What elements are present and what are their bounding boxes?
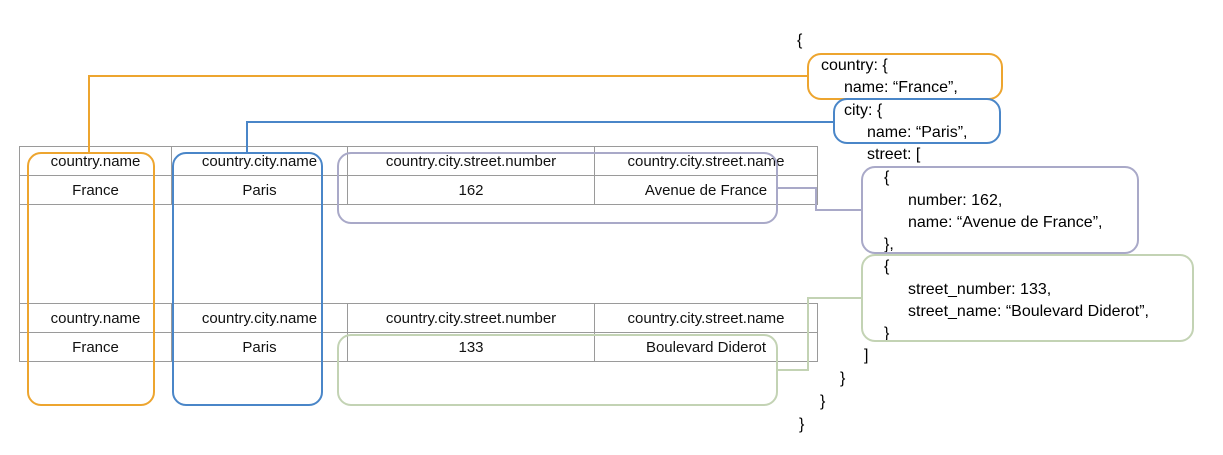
table-row: France Paris 162 Avenue de France [19,175,818,205]
table-header-cell: country.name [19,146,172,176]
table-cell: 133 [347,332,595,362]
table-cell: Avenue de France [594,175,818,205]
json-street2-close: } [884,325,890,342]
table-header-cell: country.city.street.number [347,146,595,176]
flattened-table: country.name country.city.name country.c… [19,146,818,362]
json-street1-open: { [884,169,890,186]
table-cell: France [19,175,172,205]
table-cell: Paris [171,332,348,362]
json-street2-open: { [884,258,890,275]
table-cell: France [19,332,172,362]
mapping-table: country.name country.city.name country.c… [19,146,818,362]
json-city-key: city: { [844,102,883,119]
table-cell: Paris [171,175,348,205]
table-cell: Boulevard Diderot [594,332,818,362]
json-street1-close: }, [884,236,894,253]
json-open-brace: { [797,32,803,49]
table-header-cell: country.city.street.name [594,303,818,333]
table-spacer-cell [347,204,595,304]
json-country-name: name: “France”, [844,79,958,96]
json-city-name: name: “Paris”, [867,124,968,141]
table-row: France Paris 133 Boulevard Diderot [19,332,818,362]
table-header-cell: country.city.name [171,303,348,333]
table-spacer-cell [594,204,818,304]
connector-country [88,75,807,152]
table-spacer-row [19,204,818,304]
table-header-cell: country.city.street.name [594,146,818,176]
table-header-cell: country.city.name [171,146,348,176]
table-spacer-cell [19,204,172,304]
json-street2-name: street_name: “Boulevard Diderot”, [908,303,1149,320]
table-header-cell: country.name [19,303,172,333]
json-city-close: } [840,370,846,387]
table-header-cell: country.city.street.number [347,303,595,333]
json-street-key: street: [ [867,146,921,163]
json-country-close: } [820,393,826,410]
json-street-array-close: ] [864,347,869,364]
json-street1-number: number: 162, [908,192,1003,209]
table-header-row-2: country.name country.city.name country.c… [19,303,818,333]
table-cell: 162 [347,175,595,205]
json-street2-number: street_number: 133, [908,281,1052,298]
json-country-key: country: { [821,57,888,74]
table-spacer-cell [171,204,348,304]
table-header-row-1: country.name country.city.name country.c… [19,146,818,176]
json-street1-name: name: “Avenue de France”, [908,214,1103,231]
json-root-close: } [799,416,805,433]
